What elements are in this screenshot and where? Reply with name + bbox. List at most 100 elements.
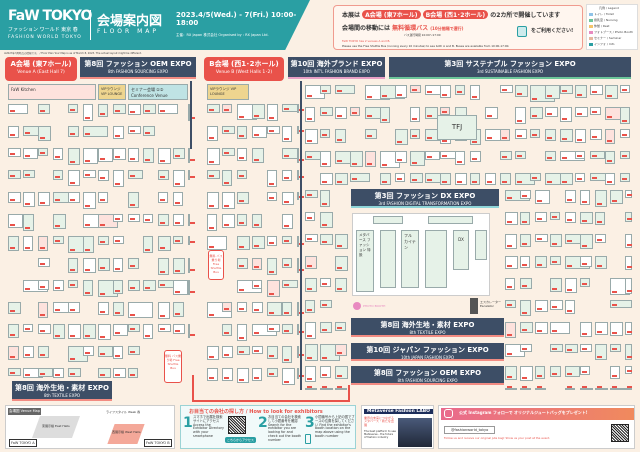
booth[interactable] [267,302,282,316]
booth[interactable] [305,256,317,269]
booth[interactable] [335,256,348,271]
booth[interactable] [128,126,141,134]
booth[interactable] [143,324,153,339]
booth[interactable] [158,258,169,275]
booth[interactable] [83,104,93,121]
seminar-venue[interactable]: セミナー会場 ①② Conference Venue [128,84,188,100]
booth[interactable] [580,212,593,224]
booth[interactable] [535,190,550,204]
booth[interactable] [158,324,171,332]
booth[interactable] [188,258,195,273]
booth[interactable] [173,280,188,295]
booth[interactable] [320,278,331,287]
booth[interactable] [520,278,532,289]
booth[interactable] [173,302,184,317]
booth[interactable] [320,129,330,138]
booth[interactable] [610,190,623,204]
booth[interactable] [53,324,65,339]
booth[interactable] [560,129,573,142]
booth[interactable] [113,214,123,222]
booth[interactable] [455,151,465,165]
booth[interactable] [335,322,346,331]
booth[interactable] [595,212,605,225]
booth[interactable] [575,85,587,98]
booth[interactable] [505,212,518,225]
booth[interactable] [222,148,235,156]
booth[interactable] [128,346,140,355]
booth[interactable] [143,148,154,163]
booth[interactable] [53,214,66,229]
booth[interactable] [500,173,511,185]
booth[interactable] [237,214,247,226]
booth[interactable] [267,192,277,201]
booth[interactable] [625,256,632,270]
booth[interactable] [625,386,632,390]
booth[interactable] [38,280,49,290]
booth[interactable] [8,148,21,157]
booth[interactable] [207,236,227,250]
booth[interactable] [530,129,540,138]
booth[interactable] [560,85,573,94]
booth[interactable] [68,104,78,113]
booth[interactable] [158,104,178,114]
booth[interactable] [23,192,35,207]
booth[interactable] [8,368,21,376]
booth[interactable] [53,236,64,244]
booth[interactable] [335,85,355,94]
booth[interactable] [222,192,235,209]
booth[interactable] [545,151,556,161]
booth[interactable] [520,190,531,199]
vip-lounge-b[interactable]: VIPラウンジ VIP LOUNGE [207,84,249,100]
booth[interactable] [98,236,109,245]
booth[interactable] [83,324,96,339]
booth[interactable] [535,300,548,312]
booth[interactable] [128,148,139,162]
booth[interactable] [237,368,249,383]
booth[interactable] [320,366,331,378]
booth[interactable] [282,236,292,244]
booth[interactable] [395,129,408,145]
booth[interactable] [470,173,480,185]
booth[interactable] [610,366,620,379]
booth[interactable] [505,234,517,249]
booth[interactable] [173,214,184,226]
booth[interactable] [113,368,126,378]
booth[interactable] [410,129,420,139]
booth[interactable] [565,344,578,353]
booth[interactable] [83,192,96,209]
booth[interactable] [565,386,575,390]
booth[interactable] [128,368,138,378]
booth[interactable] [252,236,265,249]
booth[interactable] [282,126,292,142]
booth[interactable] [320,300,332,308]
booth[interactable] [173,170,185,187]
booth[interactable] [237,192,249,204]
booth[interactable] [550,322,570,334]
booth[interactable] [455,173,467,185]
booth[interactable] [475,230,487,260]
booth[interactable] [595,386,608,390]
booth[interactable] [605,129,615,144]
booth[interactable] [113,280,123,294]
booth[interactable] [530,107,543,119]
booth[interactable] [550,256,561,265]
booth[interactable] [335,129,346,143]
shuttle-bus-stop-a[interactable]: 無料 バス乗り場 Free Shuttle Bus [164,350,182,383]
booth[interactable] [38,324,51,334]
booth[interactable] [428,216,473,224]
directory-access-button[interactable]: こちらからアクセス [225,437,256,443]
booth[interactable] [305,386,317,390]
booth[interactable] [485,107,498,119]
booth[interactable] [520,212,530,225]
booth[interactable] [68,170,80,186]
booth[interactable] [267,346,278,359]
booth[interactable] [173,148,185,159]
booth[interactable] [610,300,632,308]
booth[interactable] [565,300,575,314]
booth[interactable] [520,256,530,268]
booth[interactable] [560,107,572,122]
booth[interactable] [267,236,277,246]
booth[interactable] [595,344,607,360]
booth[interactable] [535,386,546,390]
booth[interactable] [282,302,292,316]
